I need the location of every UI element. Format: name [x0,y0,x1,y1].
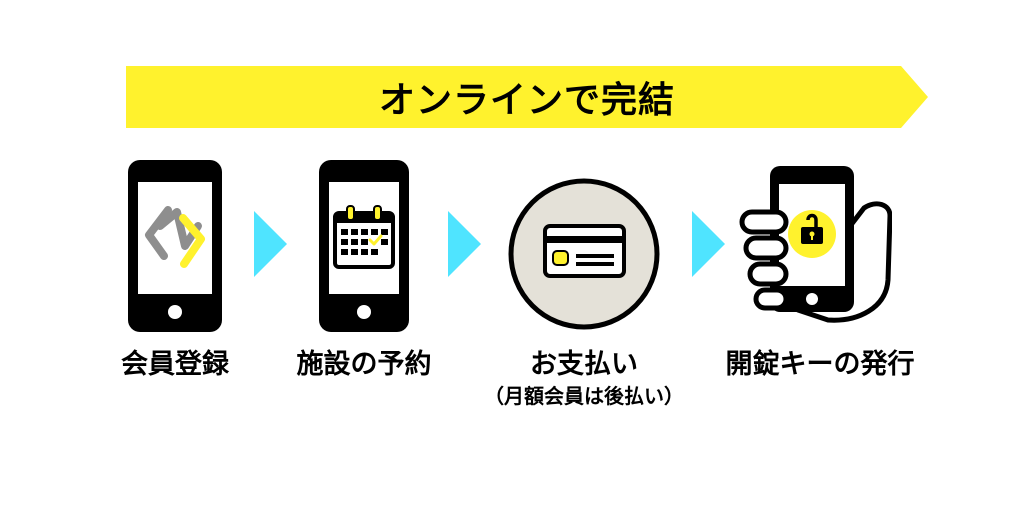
unlock-icon [788,210,836,258]
step-label-key-issue: 開錠キーの発行 [725,349,915,380]
arrow-right-icon [448,211,481,277]
step-label-register: 会員登録 [121,349,229,380]
banner-title: オンラインで完結 [378,80,675,121]
hand-phone-icon [739,166,892,323]
step-label-payment: お支払い [530,349,638,380]
phone-icon [319,160,409,332]
phone-icon [128,160,222,332]
arrow-right-icon [254,211,287,277]
app-logo-icon [145,206,205,268]
step-key-issue [738,160,892,332]
step-payment [508,178,660,330]
step-reserve [319,160,409,332]
banner: オンラインで完結 [126,66,928,128]
calendar-check-icon [333,205,395,269]
step-sublabel-payment: （月額会員は後払い） [484,384,684,408]
credit-card-icon [508,178,660,330]
step-label-reserve: 施設の予約 [296,349,432,380]
step-register [128,160,222,332]
arrow-right-icon [692,211,725,277]
